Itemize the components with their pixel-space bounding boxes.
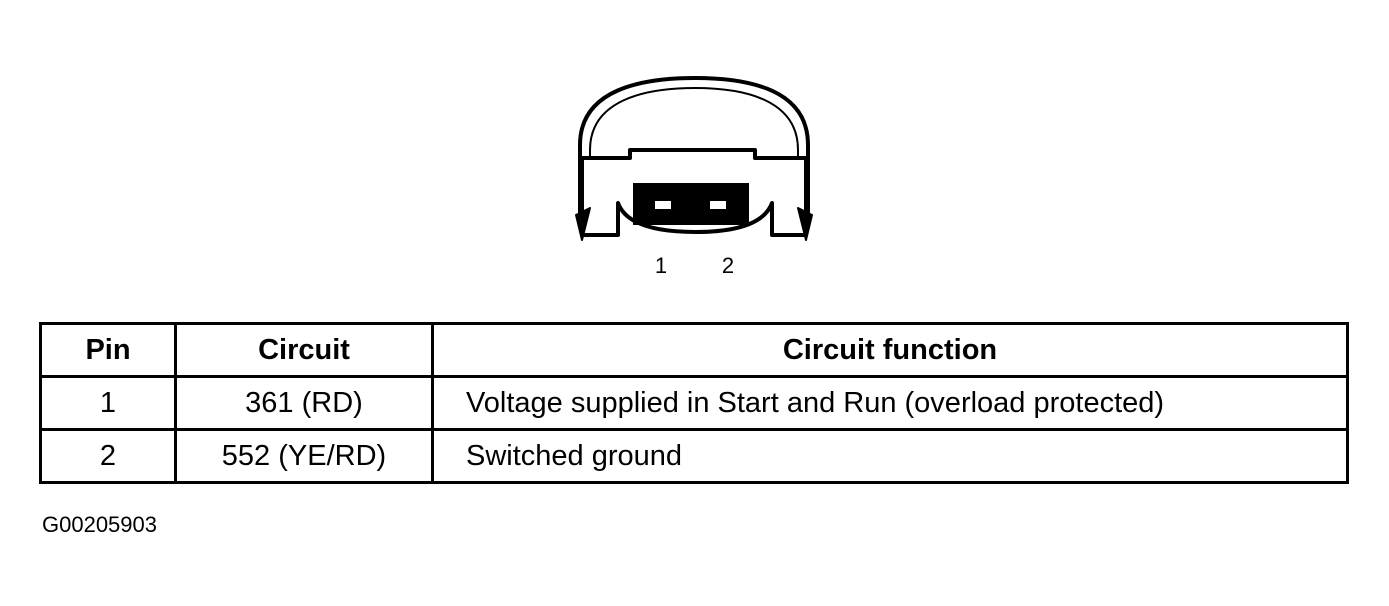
table-row: 1 361 (RD) Voltage supplied in Start and… bbox=[39, 375, 1349, 431]
pin-2-label: 2 bbox=[722, 253, 734, 278]
cell-circuit: 361 (RD) bbox=[174, 375, 434, 431]
cell-function: Voltage supplied in Start and Run (overl… bbox=[431, 375, 1349, 431]
pin-1-label: 1 bbox=[655, 253, 667, 278]
cell-pin: 2 bbox=[39, 428, 177, 484]
header-circuit: Circuit bbox=[174, 322, 434, 378]
cell-pin: 1 bbox=[39, 375, 177, 431]
pinout-table: Pin Circuit Circuit function 1 361 (RD) … bbox=[39, 322, 1349, 484]
cell-circuit: 552 (YE/RD) bbox=[174, 428, 434, 484]
figure-id-label: G00205903 bbox=[42, 512, 157, 537]
table-header-row: Pin Circuit Circuit function bbox=[39, 322, 1349, 378]
table-row: 2 552 (YE/RD) Switched ground bbox=[39, 428, 1349, 484]
pin-1-slot bbox=[655, 201, 671, 209]
header-pin: Pin bbox=[39, 322, 177, 378]
cell-function: Switched ground bbox=[431, 428, 1349, 484]
connector-face-diagram: 1 2 bbox=[575, 76, 813, 278]
terminal-cavity bbox=[633, 183, 749, 225]
pin-2-slot bbox=[710, 201, 726, 209]
header-circuit-function: Circuit function bbox=[431, 322, 1349, 378]
